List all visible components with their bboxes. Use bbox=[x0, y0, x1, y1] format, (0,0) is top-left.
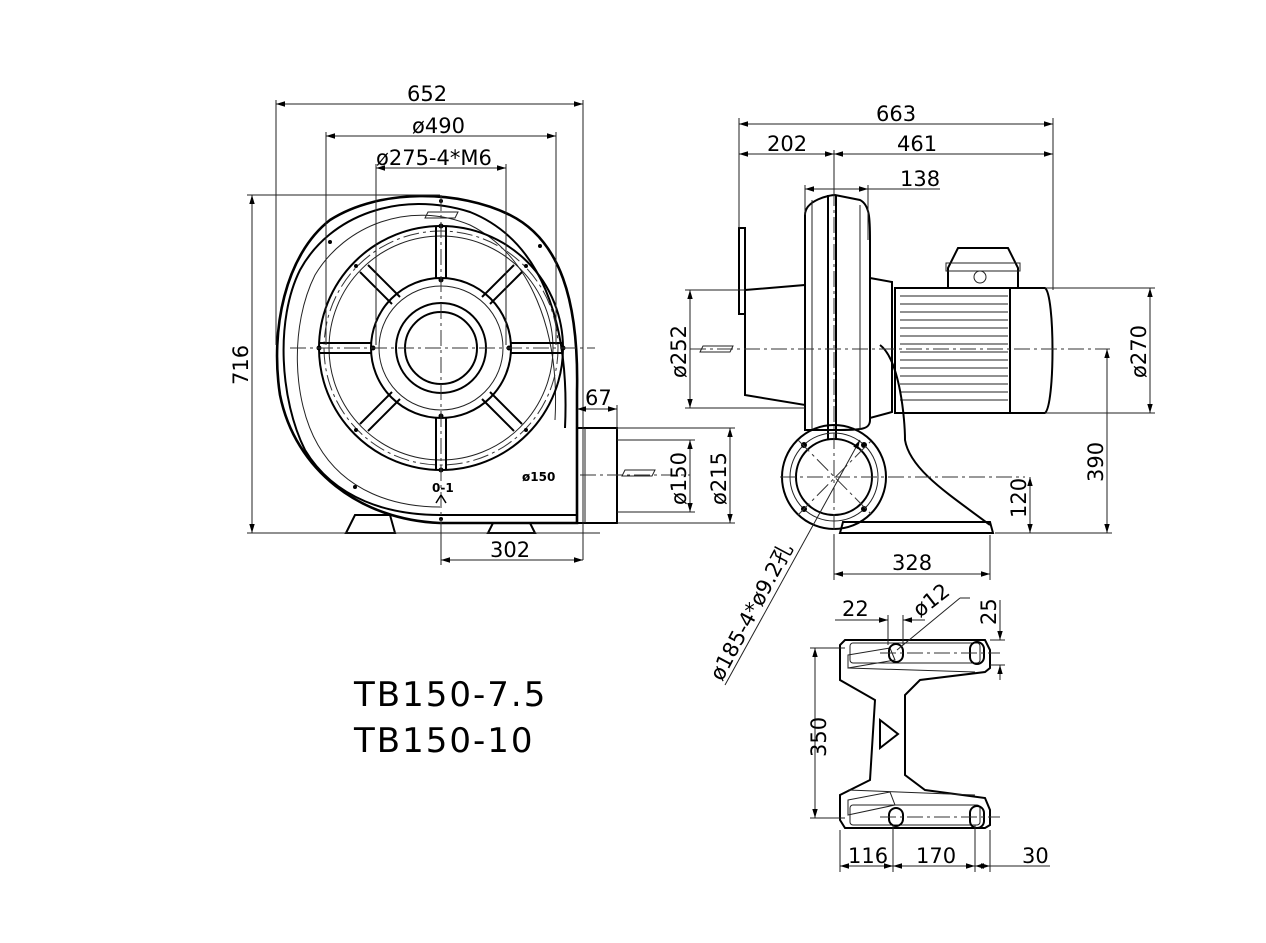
dim-axis-390: 390 bbox=[1084, 442, 1108, 482]
dim-outlet-215: ø215 bbox=[707, 452, 731, 505]
dim-motor-461: 461 bbox=[897, 132, 937, 156]
dim-right-30: 30 bbox=[1022, 844, 1049, 868]
outlet-volute bbox=[879, 344, 991, 526]
model-label-2: TB150-10 bbox=[353, 721, 535, 761]
outlet-label: ø150 bbox=[522, 470, 555, 484]
dim-offset-25: 25 bbox=[977, 598, 1001, 625]
side-view: 663 202 461 138 ø252 ø270 390 120 328 ø1… bbox=[667, 102, 1155, 686]
dim-hole-12: ø12 bbox=[908, 579, 954, 622]
dim-depth-350: 350 bbox=[807, 717, 831, 757]
dim-outlet-67: 67 bbox=[585, 386, 612, 410]
terminal-box bbox=[947, 247, 1019, 289]
motor-end-cap bbox=[1009, 287, 1054, 414]
dim-inlet-202: 202 bbox=[767, 132, 807, 156]
motor-body bbox=[894, 287, 1011, 414]
dim-base-328: 328 bbox=[892, 551, 932, 575]
dim-slot-22: 22 bbox=[842, 597, 869, 621]
dim-housing-138: 138 bbox=[900, 167, 940, 191]
dim-outlet-flange: ø185-4*ø9.2孔 bbox=[705, 539, 797, 684]
dim-length-663: 663 bbox=[876, 102, 916, 126]
dim-spacing-170: 170 bbox=[916, 844, 956, 868]
dim-outlet-120: 120 bbox=[1007, 478, 1031, 518]
dim-outlet-150: ø150 bbox=[667, 452, 691, 505]
dim-inlet-252: ø252 bbox=[667, 325, 691, 378]
dim-impeller-490: ø490 bbox=[412, 114, 465, 138]
dim-offset-302: 302 bbox=[490, 538, 530, 562]
dim-left-116: 116 bbox=[848, 844, 888, 868]
triangle-mark bbox=[879, 717, 900, 751]
motor-fins bbox=[900, 295, 1008, 401]
base-plate bbox=[839, 639, 991, 829]
front-view: ø150 0-1 652 bbox=[229, 82, 735, 565]
inlet-flange bbox=[738, 227, 746, 315]
base-view: 22 ø12 25 350 116 170 30 bbox=[807, 579, 1050, 872]
rotation-mark: 0-1 bbox=[432, 481, 454, 495]
dim-motor-270: ø270 bbox=[1127, 325, 1151, 378]
dim-width-652: 652 bbox=[407, 82, 447, 106]
model-label-1: TB150-7.5 bbox=[353, 675, 547, 715]
inlet-cone bbox=[744, 283, 806, 407]
dim-bolt-circle: ø275-4*M6 bbox=[376, 146, 492, 170]
dim-height-716: 716 bbox=[229, 345, 253, 385]
